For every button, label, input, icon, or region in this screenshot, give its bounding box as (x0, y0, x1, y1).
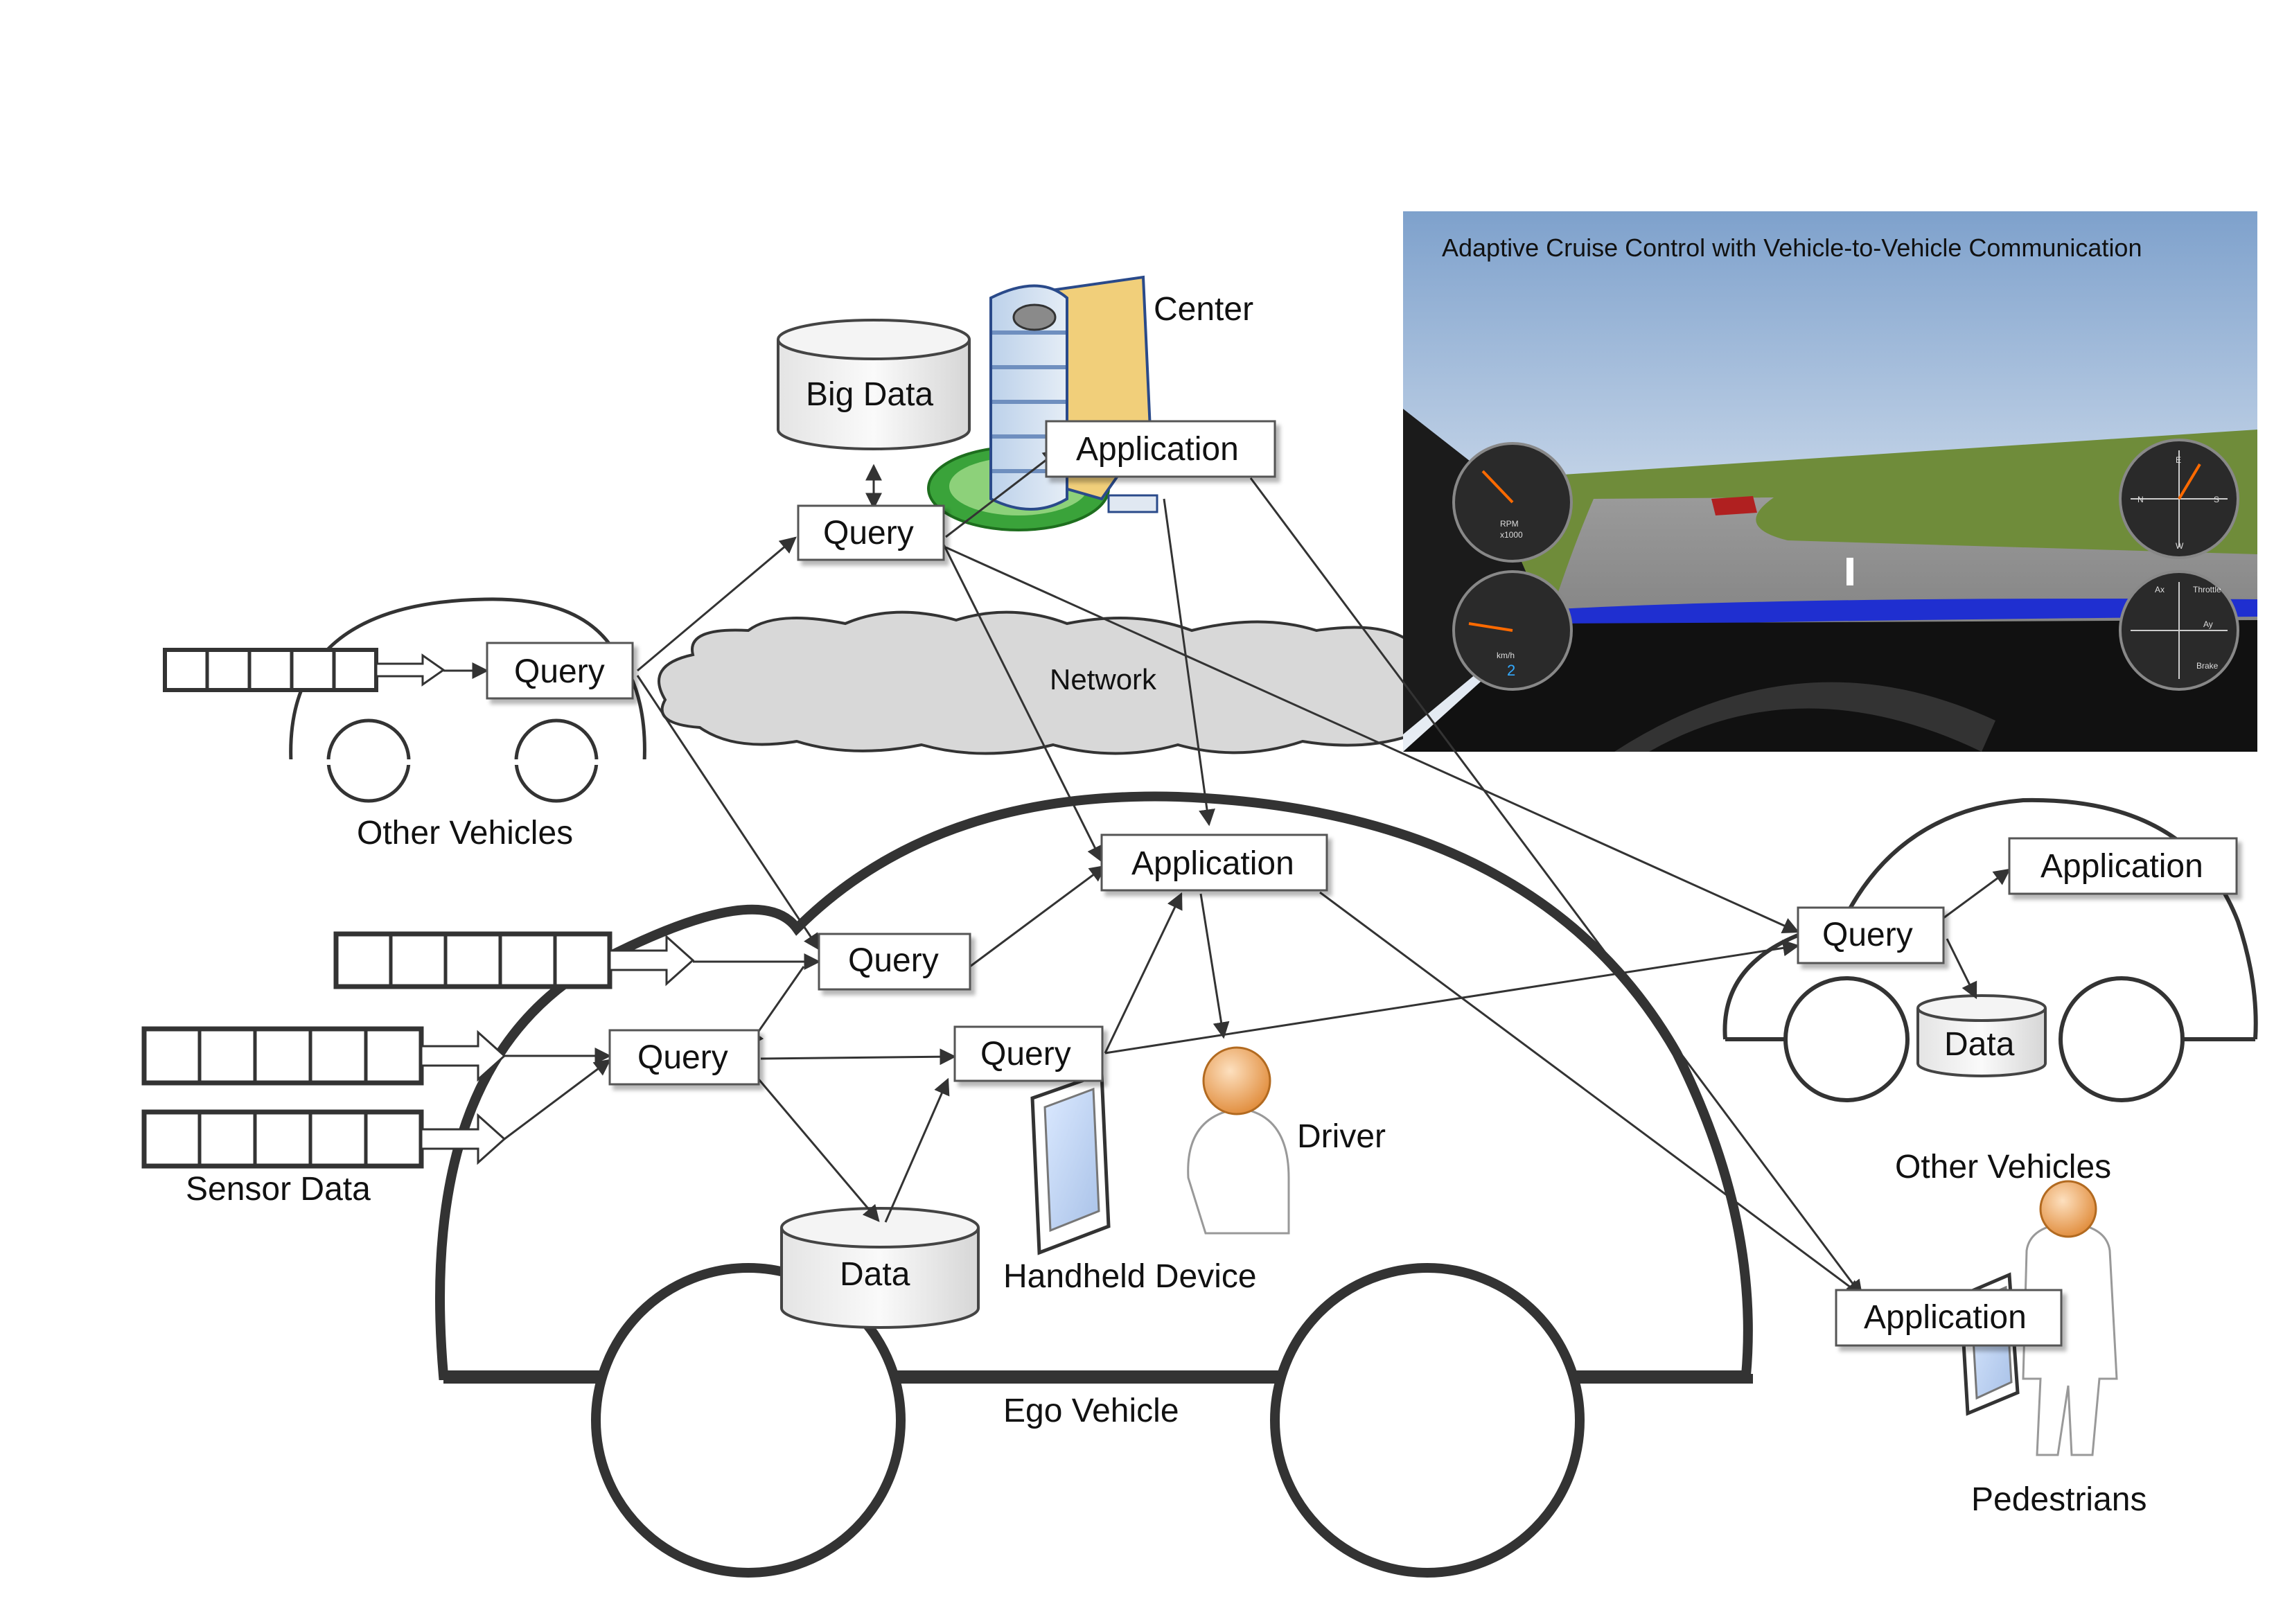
simulation-caption: Adaptive Cruise Control with Vehicle-to-… (1442, 233, 2142, 262)
label-other-vehicles-left: Other Vehicles (357, 815, 573, 851)
label-data-right: Data (1944, 1026, 2015, 1063)
svg-text:N: N (2137, 495, 2144, 504)
svg-text:E: E (2176, 455, 2181, 465)
label-network: Network (1050, 663, 1157, 696)
data-cylinder-ego: Data (780, 1207, 980, 1329)
ego-vehicle: Ego Vehicle (435, 791, 1753, 1578)
queue-sensor-2 (141, 1109, 506, 1169)
svg-text:Ax: Ax (2155, 585, 2165, 594)
wheel-right-front (1783, 976, 1910, 1102)
svg-text:x1000: x1000 (1500, 530, 1523, 540)
label-other-vehicles-right: Other Vehicles (1895, 1149, 2111, 1185)
queue-sensor-1 (141, 1026, 506, 1086)
label-ego-vehicle: Ego Vehicle (1003, 1393, 1179, 1429)
network-cloud: Network (658, 610, 1415, 755)
label-big-data: Big Data (806, 376, 933, 413)
svg-text:Application: Application (1864, 1299, 2027, 1336)
svg-text:Query: Query (514, 653, 605, 690)
svg-text:Query: Query (980, 1036, 1071, 1073)
driver-icon: Driver (1187, 1046, 1386, 1235)
other-vehicle-left: Other Vehicles (288, 597, 647, 851)
queue-ego-top (333, 931, 695, 989)
simulation-screenshot: Adaptive Cruise Control with Vehicle-to-… (1403, 211, 2257, 752)
svg-text:Query: Query (637, 1039, 728, 1076)
svg-text:Application: Application (1076, 431, 1239, 468)
rpm-gauge: RPM x1000 (1452, 442, 1573, 563)
label-driver: Driver (1297, 1118, 1386, 1155)
node-application-center: Application (1045, 420, 1276, 478)
svg-text:Query: Query (1822, 917, 1913, 953)
svg-text:2: 2 (1507, 662, 1515, 679)
label-data-ego: Data (840, 1256, 910, 1293)
svg-text:Application: Application (1131, 845, 1294, 882)
data-cylinder-right: Data (1916, 994, 2047, 1077)
svg-text:Throttle: Throttle (2193, 585, 2221, 594)
svg-text:Ay: Ay (2203, 619, 2213, 629)
big-data-cylinder: Big Data (777, 319, 971, 450)
node-query-ego-handheld: Query (953, 1025, 1104, 1082)
lead-vehicle (1711, 496, 1757, 515)
other-vehicle-right: Other Vehicles (1722, 797, 2258, 1185)
node-query-center: Query (797, 504, 945, 561)
node-application-pedestrian: Application (1835, 1289, 2063, 1347)
compass-gauge: E S W N (2119, 439, 2239, 559)
speed-gauge: km/h 2 (1452, 570, 1573, 691)
svg-text:Query: Query (848, 942, 939, 979)
svg-text:Application: Application (2040, 848, 2203, 885)
pedestrian-icon: Pedestrians (1959, 1180, 2146, 1518)
center-building-icon: Center (927, 275, 1253, 531)
connection-arrows (443, 449, 2011, 1297)
label-sensor-data: Sensor Data (186, 1171, 371, 1208)
svg-text:W: W (2176, 541, 2184, 551)
svg-text:S: S (2214, 495, 2219, 504)
wheel-right-rear (2059, 976, 2185, 1102)
label-center: Center (1154, 291, 1253, 328)
handheld-device-icon: Handheld Device (1003, 1071, 1257, 1295)
svg-text:km/h: km/h (1497, 651, 1515, 660)
svg-text:RPM: RPM (1500, 519, 1519, 529)
ego-wheel-rear (1270, 1263, 1585, 1578)
svg-text:Brake: Brake (2196, 661, 2219, 671)
label-pedestrians: Pedestrians (1971, 1481, 2146, 1518)
node-query-other: Query (486, 642, 634, 700)
node-application-ego: Application (1100, 833, 1328, 892)
acceleration-gauge: Ax Ay Throttle Brake (2119, 570, 2239, 691)
svg-text:Query: Query (823, 515, 914, 551)
node-application-right: Application (2008, 837, 2238, 895)
ego-wheel-front (591, 1263, 906, 1578)
node-query-right: Query (1797, 906, 1945, 964)
node-query-ego-top: Query (818, 933, 971, 991)
node-query-ego-sensor: Query (608, 1029, 760, 1086)
label-handheld-device: Handheld Device (1003, 1258, 1257, 1295)
queue-other-vehicle (163, 648, 446, 692)
